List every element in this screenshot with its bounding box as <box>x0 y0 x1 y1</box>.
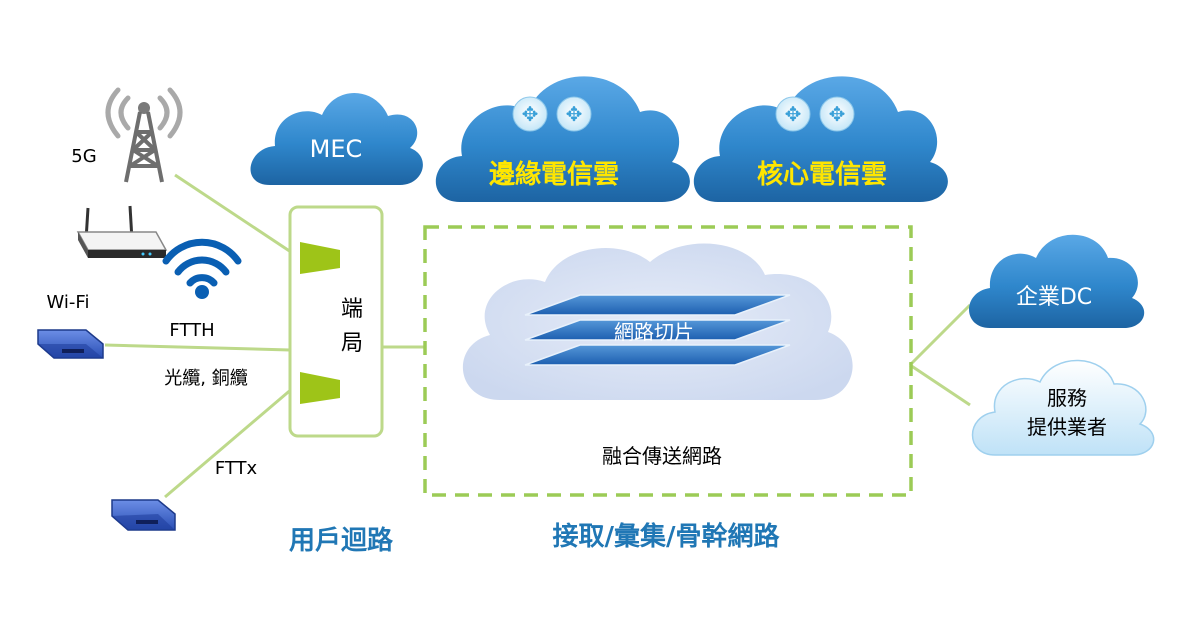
enterprise-dc-cloud <box>969 234 1145 328</box>
access-backbone-caption: 接取/彙集/骨幹網路 <box>553 521 781 552</box>
mec-cloud <box>250 92 423 185</box>
core-telecom-label: 核心電信雲 <box>757 159 887 190</box>
wifi-router-icon <box>76 205 168 258</box>
label-5g: 5G <box>71 146 96 167</box>
label-cable: 光纜, 銅纜 <box>164 368 247 389</box>
router-icon: ✥ <box>512 96 548 132</box>
service-provider-label-1: 服務 <box>1047 386 1087 410</box>
converged-transport-label: 融合傳送網路 <box>602 444 722 468</box>
modem-icon <box>111 499 176 531</box>
edge-telecom-cloud: ✥ ✥ <box>435 76 690 202</box>
modem-icon <box>37 329 104 359</box>
network-slice-layers <box>524 294 791 366</box>
connection-lines <box>104 173 972 499</box>
central-office-label-2: 局 <box>341 331 363 356</box>
link-5g-to-office <box>174 173 301 260</box>
link-ftth-to-office <box>104 343 291 352</box>
service-provider-label-2: 提供業者 <box>1027 415 1107 439</box>
svg-text:✥: ✥ <box>522 102 539 126</box>
router-icon: ✥ <box>819 96 855 132</box>
central-office-box <box>288 205 384 438</box>
subscriber-loop-caption: 用戶迴路 <box>289 525 394 556</box>
core-telecom-cloud: ✥ ✥ <box>693 76 948 202</box>
label-fttx: FTTx <box>215 458 258 479</box>
label-wifi: Wi-Fi <box>47 292 90 313</box>
svg-text:✥: ✥ <box>785 102 802 126</box>
service-provider-cloud <box>971 359 1155 456</box>
mec-label: MEC <box>310 135 363 163</box>
link-network-to-provider <box>909 363 971 407</box>
port-icon <box>300 372 340 404</box>
link-fttx-to-office <box>164 380 301 499</box>
router-icon: ✥ <box>775 96 811 132</box>
svg-text:✥: ✥ <box>566 102 583 126</box>
link-network-to-enterprise <box>908 303 972 367</box>
port-icon <box>300 242 340 274</box>
edge-telecom-label: 邊緣電信雲 <box>489 159 619 190</box>
converged-network-boundary <box>423 225 913 497</box>
enterprise-dc-label: 企業DC <box>1016 285 1092 310</box>
svg-text:✥: ✥ <box>829 102 846 126</box>
cell-tower-icon <box>105 87 183 183</box>
network-slice-label: 網路切片 <box>614 320 694 344</box>
router-icon: ✥ <box>556 96 592 132</box>
central-office-label-1: 端 <box>341 297 363 322</box>
wifi-signal-icon <box>162 238 242 299</box>
label-ftth: FTTH <box>169 320 214 341</box>
